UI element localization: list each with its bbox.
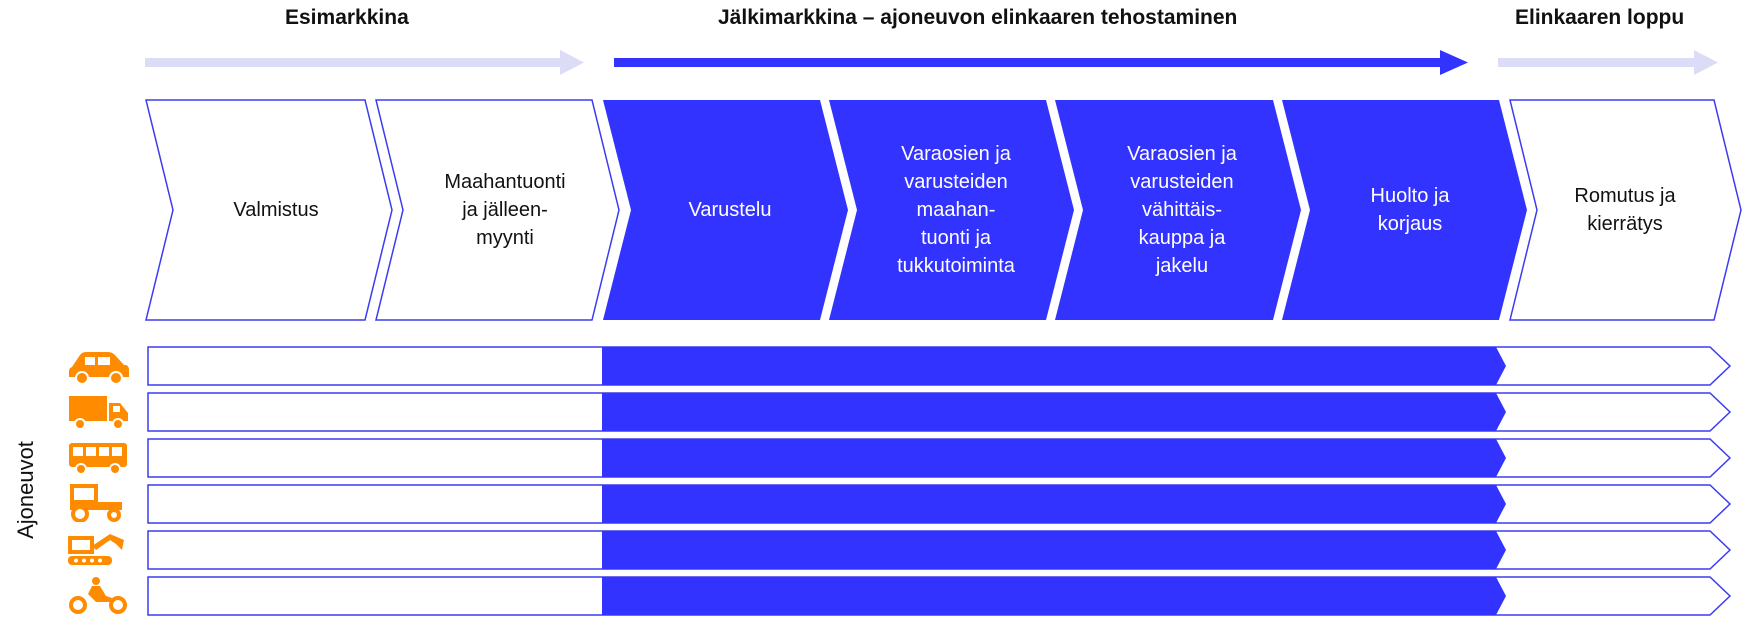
stage-label-varaosat-vahittais: Varaosien ja varusteiden vähittäis- kaup…	[1127, 143, 1237, 277]
stage-chevron-3	[603, 100, 848, 320]
stage-chevron-1	[145, 99, 393, 321]
stage-chevron-7	[1509, 99, 1742, 321]
vehicle-row-motorcycle	[147, 576, 1732, 616]
tractor-icon	[70, 484, 122, 522]
vehicle-row-car	[147, 346, 1732, 386]
row-aftermarket-fill	[602, 347, 1506, 385]
stage-label-varustelu: Varustelu	[688, 199, 772, 221]
stage-label-valmistus: Valmistus	[233, 199, 319, 221]
motorcycle-icon	[69, 577, 127, 614]
car-icon	[69, 352, 129, 385]
stage-chevron-2	[375, 99, 620, 321]
phase-title-after-market: Jälkimarkkina – ajoneuvon elinkaaren teh…	[718, 6, 1238, 29]
vehicles-axis-label-text: Ajoneuvot	[13, 441, 39, 539]
stage-chevron-5	[1055, 100, 1301, 320]
phase-arrow-pre-market	[145, 50, 584, 75]
stage-chevron-6	[1282, 100, 1527, 320]
vehicle-row-truck	[147, 392, 1732, 432]
bus-icon	[69, 443, 127, 475]
vehicles-axis-label: Ajoneuvot	[6, 441, 46, 539]
vehicle-row-bus	[147, 438, 1732, 478]
vehicle-rows	[147, 346, 1732, 616]
stage-label-huolto: Huolto ja korjaus	[1370, 185, 1450, 235]
phase-arrow-after-market	[614, 50, 1468, 75]
row-aftermarket-fill	[602, 485, 1506, 523]
row-aftermarket-fill	[602, 393, 1506, 431]
stage-chevron-4	[829, 100, 1074, 320]
excavator-icon	[68, 534, 124, 565]
truck-icon	[69, 396, 128, 430]
stage-label-romutus: Romutus ja kierrätys	[1574, 185, 1676, 235]
row-aftermarket-fill	[602, 531, 1506, 569]
phase-title-pre-market: Esimarkkina	[285, 6, 409, 29]
row-aftermarket-fill	[602, 577, 1506, 615]
stage-label-maahantuonti: Maahantuonti ja jälleen- myynti	[444, 171, 566, 249]
stage-label-varaosat-tukku: Varaosien ja varusteiden maahan- tuonti …	[897, 143, 1015, 277]
phase-title-end-of-life: Elinkaaren loppu	[1515, 6, 1685, 29]
row-aftermarket-fill	[602, 439, 1506, 477]
phase-arrow-end-of-life	[1498, 50, 1718, 75]
vehicle-row-tractor	[147, 484, 1732, 524]
vehicle-row-excavator	[147, 530, 1732, 570]
